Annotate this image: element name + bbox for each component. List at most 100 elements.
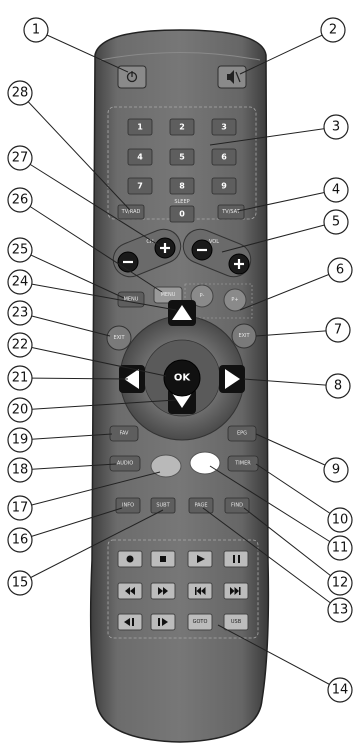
- number-key-label: 3: [221, 123, 227, 132]
- mute-button[interactable]: [218, 66, 246, 88]
- slow-forward-button[interactable]: [151, 614, 175, 630]
- menu-button[interactable]: MENU: [118, 292, 144, 307]
- right-arrow-button[interactable]: [219, 365, 245, 393]
- callout-27: 27: [8, 146, 32, 170]
- number-key-8[interactable]: 8: [170, 178, 194, 194]
- tv-rad-button[interactable]: TV/RAD: [118, 205, 144, 219]
- callout-25: 25: [8, 238, 32, 262]
- page-button[interactable]: PAGE: [189, 498, 213, 513]
- callout-number: 8: [334, 379, 342, 394]
- epg-button[interactable]: EPG: [228, 426, 256, 441]
- number-key-5[interactable]: 5: [170, 149, 194, 165]
- callout-18: 18: [8, 458, 32, 482]
- audio-label: AUDIO: [117, 461, 133, 467]
- callout-7: 7: [326, 318, 350, 342]
- callout-22: 22: [8, 333, 32, 357]
- number-key-1[interactable]: 1: [128, 119, 152, 135]
- callout-number: 4: [332, 183, 340, 198]
- p-plus-button[interactable]: P+: [224, 289, 246, 311]
- pause-icon: [233, 555, 235, 563]
- timer-button[interactable]: TIMER: [228, 456, 258, 471]
- epg-label: EPG: [237, 431, 247, 437]
- callout-number: 18: [12, 463, 29, 478]
- number-key-4[interactable]: 4: [128, 149, 152, 165]
- record-button[interactable]: [118, 551, 142, 567]
- play-button[interactable]: [188, 551, 212, 567]
- number-key-label: 1: [137, 123, 143, 132]
- page-label: PAGE: [194, 503, 207, 509]
- usb-button[interactable]: USB: [224, 614, 248, 630]
- callout-2: 2: [321, 18, 345, 42]
- callout-number: 17: [12, 501, 29, 516]
- fav-button[interactable]: FAV: [110, 426, 138, 441]
- tv-sat-button[interactable]: TV/SAT: [218, 205, 244, 219]
- record-icon: [127, 556, 134, 563]
- callout-number: 2: [329, 23, 337, 38]
- info-label: INFO: [122, 503, 134, 509]
- stop-button[interactable]: [151, 551, 175, 567]
- callout-4: 4: [324, 178, 348, 202]
- callout-number: 11: [332, 541, 349, 556]
- callout-15: 15: [8, 571, 32, 595]
- callout-number: 7: [334, 323, 342, 338]
- previous-button[interactable]: [188, 583, 212, 599]
- p-minus-label: P-: [200, 293, 205, 299]
- exit-left-label: EXIT: [113, 335, 125, 341]
- callout-6: 6: [328, 258, 352, 282]
- find-label: FIND: [231, 503, 243, 509]
- callout-9: 9: [324, 458, 348, 482]
- number-key-9[interactable]: 9: [212, 178, 236, 194]
- usb-label: USB: [231, 619, 242, 625]
- number-key-label: 8: [179, 182, 185, 191]
- ok-button[interactable]: OK: [164, 360, 200, 396]
- callout-28: 28: [8, 81, 32, 105]
- exit-left-button[interactable]: EXIT: [107, 326, 131, 350]
- exit-right-button[interactable]: EXIT: [232, 324, 256, 348]
- callout-19: 19: [8, 428, 32, 452]
- tv-rad-label: TV/RAD: [121, 209, 141, 215]
- callout-3: 3: [324, 115, 348, 139]
- number-key-3[interactable]: 3: [212, 119, 236, 135]
- callout-number: 24: [12, 275, 29, 290]
- rewind-button[interactable]: [118, 583, 142, 599]
- goto-button[interactable]: GOTO: [188, 614, 212, 630]
- gray-menu-label: MENU: [161, 292, 176, 298]
- p-plus-label: P+: [231, 297, 238, 303]
- callout-21: 21: [8, 366, 32, 390]
- vol-plus-button[interactable]: [229, 254, 249, 274]
- next-button[interactable]: [224, 583, 248, 599]
- audio-button[interactable]: AUDIO: [110, 456, 140, 471]
- ch-minus-button[interactable]: [118, 252, 138, 272]
- find-button[interactable]: FIND: [225, 498, 249, 513]
- color-key-gray[interactable]: [151, 455, 181, 477]
- callout-number: 6: [336, 263, 344, 278]
- callout-number: 1: [32, 23, 40, 38]
- number-key-label: 5: [179, 153, 185, 162]
- callout-number: 27: [12, 151, 29, 166]
- color-key-white[interactable]: [190, 452, 220, 474]
- info-button[interactable]: INFO: [116, 498, 140, 513]
- slow-back-button[interactable]: [118, 614, 142, 630]
- pause-button[interactable]: [224, 551, 248, 567]
- ch-plus-button[interactable]: [155, 238, 175, 258]
- subt-button[interactable]: SUBT: [151, 498, 175, 513]
- number-key-2[interactable]: 2: [170, 119, 194, 135]
- up-arrow-button[interactable]: [168, 300, 196, 326]
- goto-label: GOTO: [193, 619, 208, 625]
- number-key-6[interactable]: 6: [212, 149, 236, 165]
- callout-number: 16: [12, 533, 29, 548]
- fast-forward-button[interactable]: [151, 583, 175, 599]
- tv-sat-label: TV/SAT: [221, 209, 240, 215]
- stop-icon: [160, 556, 166, 562]
- callout-number: 23: [12, 306, 29, 321]
- timer-label: TIMER: [234, 461, 251, 467]
- number-key-0[interactable]: 0: [170, 206, 194, 222]
- callout-number: 20: [12, 403, 29, 418]
- callout-number: 26: [12, 193, 29, 208]
- callout-20: 20: [8, 398, 32, 422]
- number-key-7[interactable]: 7: [128, 178, 152, 194]
- callout-number: 19: [12, 433, 29, 448]
- callout-number: 10: [332, 513, 349, 528]
- vol-minus-button[interactable]: [192, 240, 212, 260]
